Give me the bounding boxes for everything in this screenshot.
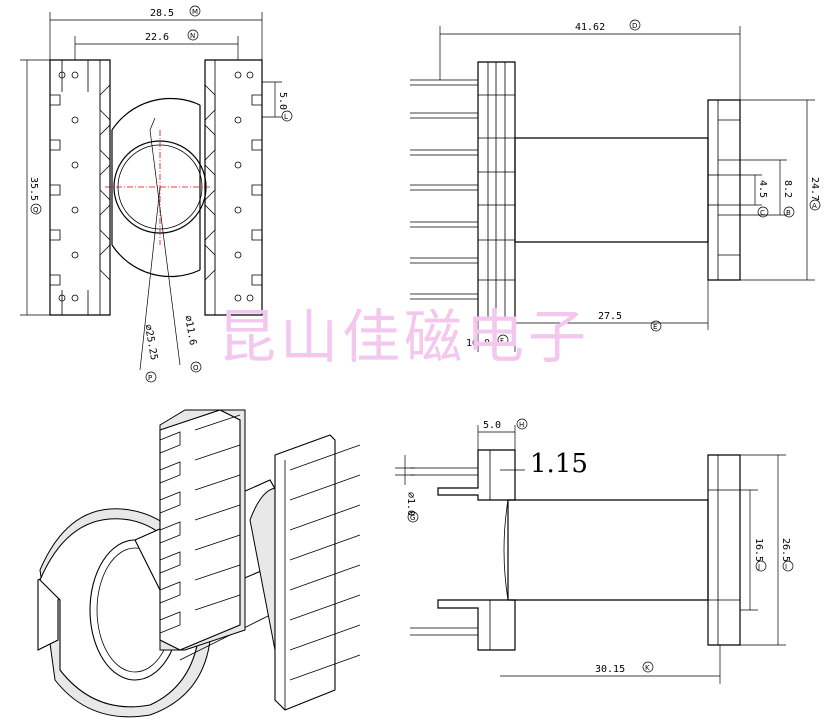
dim-35-5: 35.5 [28,177,39,201]
dim-5-0: 5.0 [277,92,288,110]
dim-1-15: 1.15 [530,449,588,479]
dim-25-25: ⌀25.25 [142,324,159,361]
code-o: O [193,364,199,372]
code-j: J [757,563,760,571]
dim-10-0: 10.0 [466,338,490,349]
code-n: N [190,32,195,40]
dim-41-62: 41.62 [575,22,605,33]
code-h: H [519,421,524,429]
code-d: D [632,22,637,30]
dim-11-6: ⌀11.6 [182,315,198,347]
dim-30-15: 30.15 [595,664,625,675]
side-view: 41.62 D 27.5 E 10.0 F 24.7 A 8.2 B 4.5 C [410,19,821,352]
code-l: L [284,113,288,121]
isometric-view [37,409,361,718]
watermark: 昆山佳磁电子 [218,303,591,371]
dim-26-5: 26.5 [780,538,791,562]
code-e: E [653,323,657,331]
code-k: K [645,664,650,672]
dim-16-5: 16.5 [753,538,764,562]
front-view: 5.0 H 1.15 ⌀1.0 G 16.5 J 26.5 I 30.15 K [395,418,794,684]
code-m: M [192,8,198,16]
code-g: G [410,514,415,522]
dim-28-5: 28.5 [150,8,174,19]
code-i: I [785,563,787,571]
code-q: Q [33,206,39,214]
dim-27-5: 27.5 [598,311,622,322]
dim-24-7: 24.7 [809,177,820,201]
dim-1-0: ⌀1.0 [405,492,416,516]
code-p: P [148,374,152,382]
code-b: B [786,209,791,217]
top-view: 28.5 M 22.6 N 5.0 L 35.5 Q ⌀25.25 P ⌀11.… [20,5,293,383]
code-f: F [500,337,504,345]
dim-5-0-front: 5.0 [483,420,501,431]
code-c: C [760,209,765,217]
dim-22-6: 22.6 [145,32,169,43]
dim-4-5: 4.5 [757,180,768,198]
dim-8-2: 8.2 [782,180,793,198]
code-a: A [812,202,817,210]
